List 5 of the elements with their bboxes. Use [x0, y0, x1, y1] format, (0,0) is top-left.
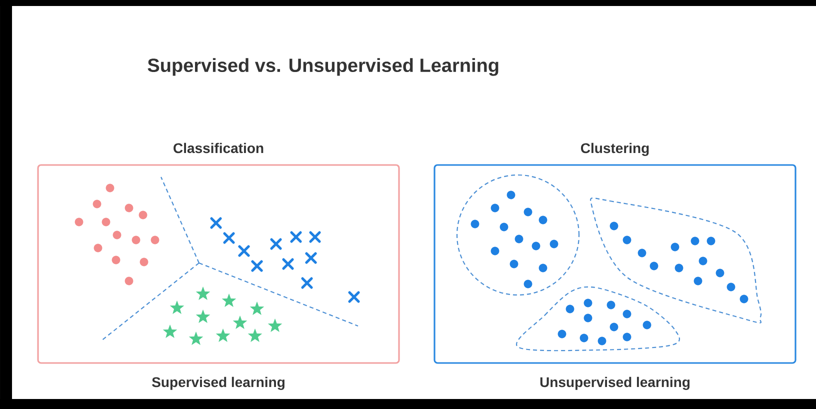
panel-caption: Supervised learning: [152, 376, 284, 390]
panel-heading: Clustering: [580, 142, 649, 156]
panel-caption: Unsupervised learning: [540, 376, 690, 390]
title: Supervised vs. Unsupervised Learning: [148, 58, 498, 76]
panel-heading: Classification: [174, 142, 264, 154]
